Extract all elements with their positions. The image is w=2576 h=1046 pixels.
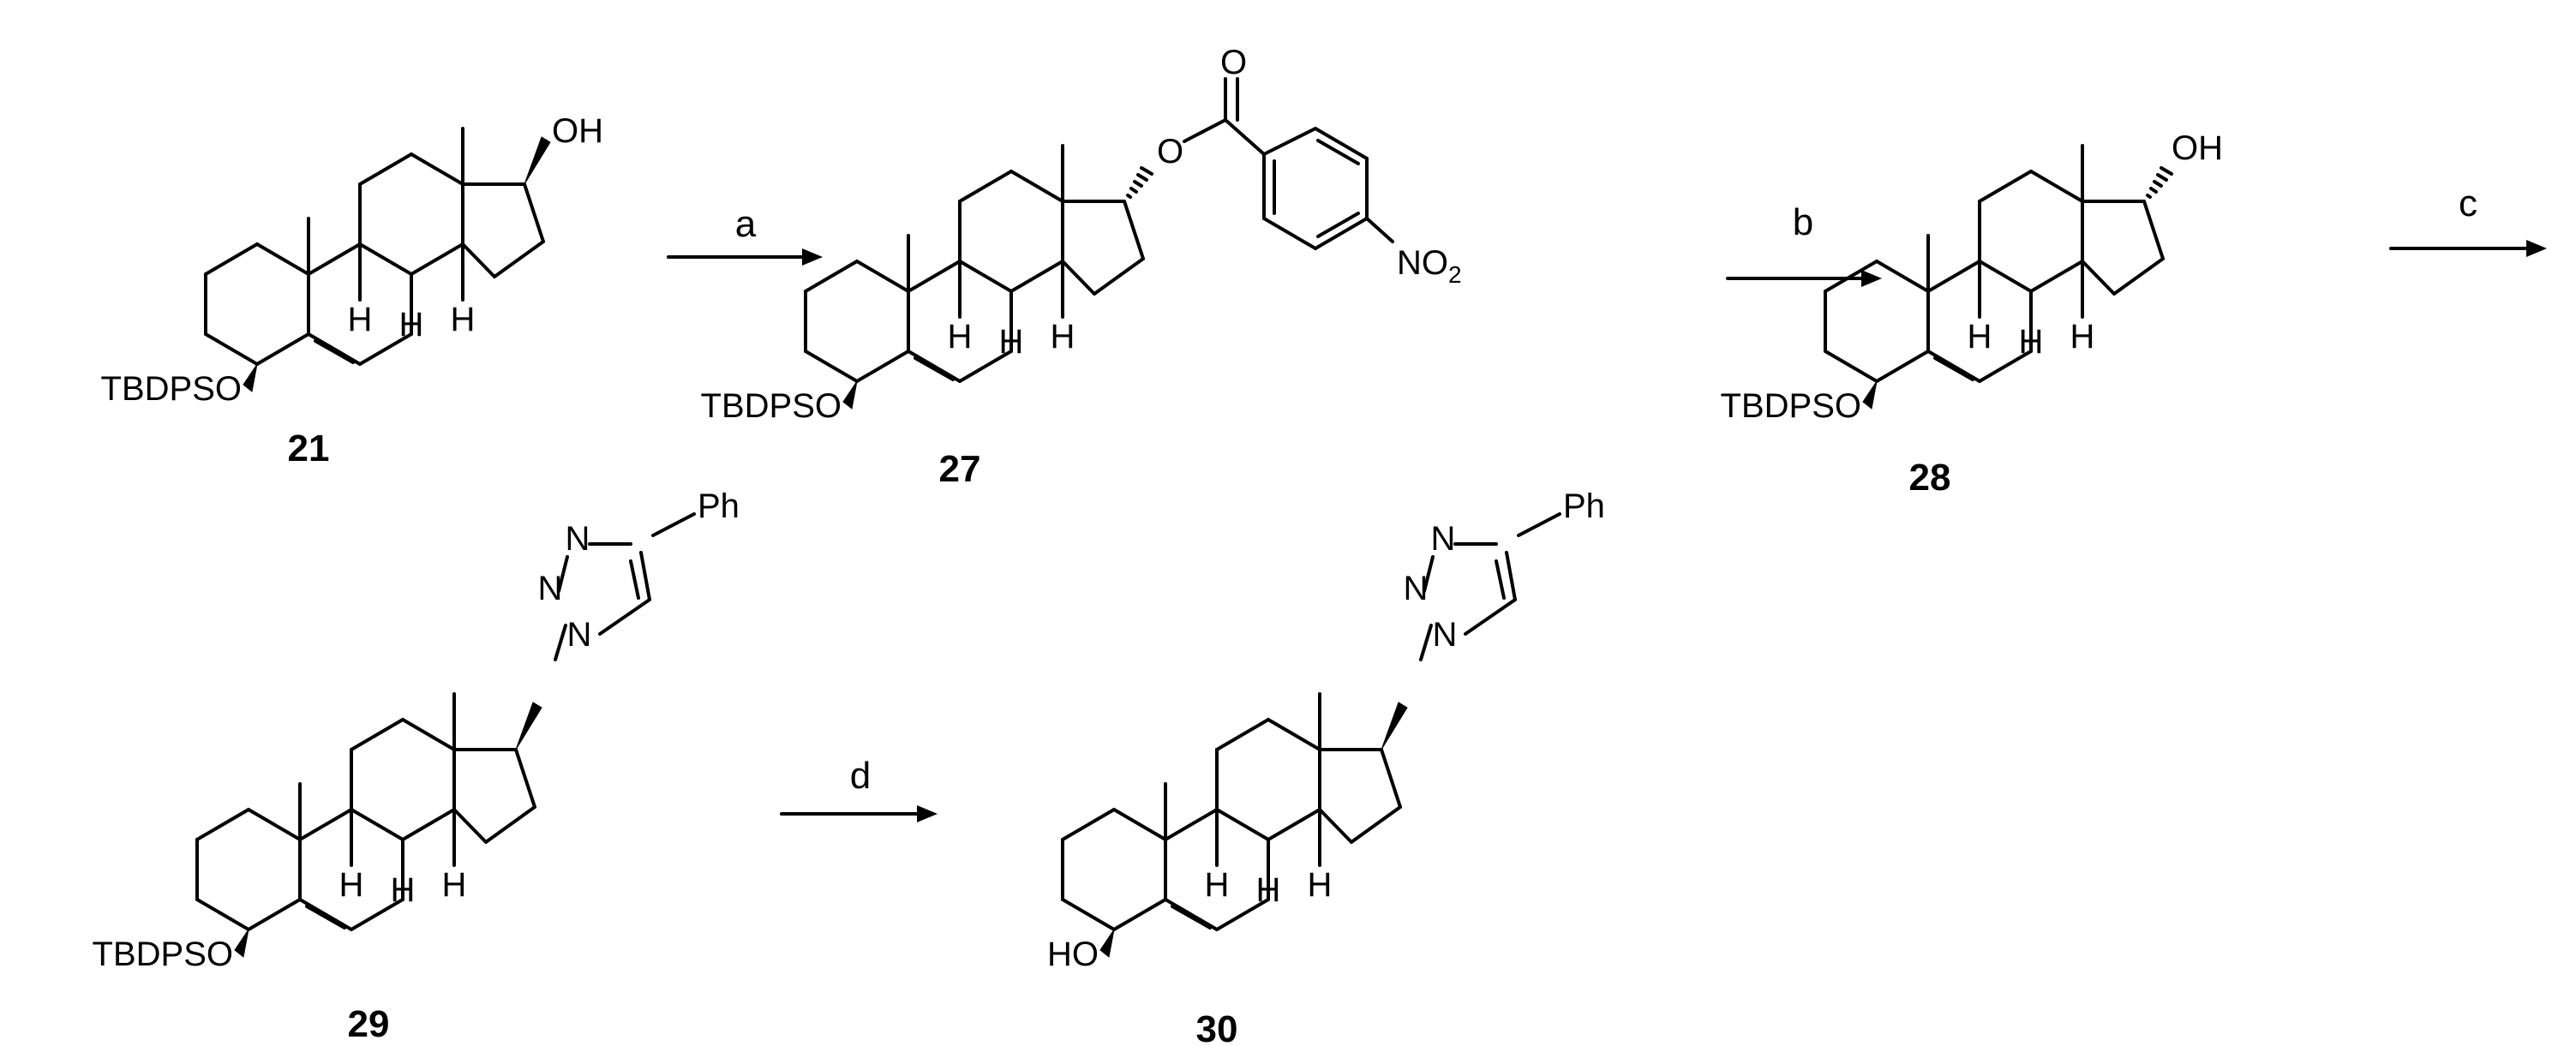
compound-number: 21 bbox=[288, 427, 330, 469]
protecting-group-label: TBDPSO bbox=[1721, 387, 1861, 425]
stereo-h-label: H bbox=[1968, 318, 1992, 356]
stereo-h-label: H bbox=[1051, 318, 1075, 356]
compound-number: 28 bbox=[1909, 457, 1951, 499]
compound-29: N N N Ph TBDPSO H H H 29 bbox=[93, 487, 740, 1045]
steroid-skeleton bbox=[1061, 692, 1402, 931]
stereo-wedge bbox=[1381, 702, 1408, 750]
protecting-group-label: TBDPSO bbox=[701, 387, 842, 425]
stereo-wedge bbox=[1862, 380, 1878, 409]
triazole-ring bbox=[1419, 512, 1561, 661]
stereo-h-label: H bbox=[948, 318, 973, 356]
compound-number: 27 bbox=[939, 448, 981, 490]
step-label-d: d bbox=[850, 755, 871, 797]
triazole-n2-label: N bbox=[538, 570, 563, 607]
compound-30: N N N Ph HO H H H 30 bbox=[1047, 487, 1605, 1046]
stereo-h-label: H bbox=[1205, 866, 1230, 904]
protecting-group-label: TBDPSO bbox=[93, 935, 233, 973]
nitro-label: NO2 bbox=[1397, 244, 1462, 288]
stereo-wedge bbox=[515, 702, 542, 750]
compound-28: OH TBDPSO H H H 28 bbox=[1721, 129, 2223, 499]
steroid-skeleton bbox=[1824, 144, 2165, 383]
phenyl-label: Ph bbox=[1563, 487, 1605, 525]
stereo-wedge bbox=[1099, 929, 1115, 958]
compound-number: 29 bbox=[348, 1003, 390, 1045]
stereo-h-label: H bbox=[451, 301, 476, 338]
stereo-hash bbox=[2146, 166, 2173, 199]
reaction-arrow-d: d bbox=[780, 755, 938, 822]
stereo-wedge bbox=[243, 363, 258, 392]
triazole-n1-label: N bbox=[1433, 616, 1458, 654]
steroid-skeleton bbox=[195, 692, 536, 931]
reaction-arrow-a: a bbox=[667, 203, 823, 266]
triazole-n3-label: N bbox=[566, 520, 590, 558]
stereo-h-label: H bbox=[1256, 871, 1281, 909]
steroid-skeleton bbox=[804, 144, 1145, 383]
compound-number: 30 bbox=[1196, 1008, 1238, 1046]
nitrobenzoate-group bbox=[1183, 77, 1394, 250]
step-label-b: b bbox=[1793, 201, 1813, 243]
steroid-skeleton bbox=[204, 127, 545, 366]
stereo-h-label: H bbox=[999, 323, 1024, 361]
stereo-h-label: H bbox=[339, 866, 364, 904]
stereo-wedge bbox=[524, 136, 551, 185]
hydroxyl-label: HO bbox=[1047, 935, 1099, 973]
stereo-h-label: H bbox=[2019, 323, 2044, 361]
stereo-wedge bbox=[234, 929, 249, 958]
protecting-group-label: TBDPSO bbox=[101, 370, 242, 408]
stereo-hash bbox=[1126, 166, 1153, 199]
compound-27: O O NO2 TBDPSO H H H 27 bbox=[701, 44, 1462, 490]
stereo-h-label: H bbox=[442, 866, 467, 904]
hydroxyl-label: OH bbox=[2172, 129, 2223, 167]
stereo-h-label: H bbox=[348, 301, 373, 338]
hydroxyl-label: OH bbox=[552, 112, 603, 150]
carbonyl-oxygen-label: O bbox=[1220, 44, 1247, 81]
triazole-n2-label: N bbox=[1404, 570, 1429, 607]
triazole-ring bbox=[554, 512, 696, 661]
ester-oxygen-label: O bbox=[1157, 133, 1183, 170]
stereo-h-label: H bbox=[1308, 866, 1333, 904]
step-label-a: a bbox=[735, 203, 757, 245]
stereo-h-label: H bbox=[2070, 318, 2095, 356]
stereo-h-label: H bbox=[399, 306, 424, 344]
step-label-c: c bbox=[2459, 182, 2477, 224]
compound-21: OH TBDPSO H H H 21 bbox=[101, 112, 603, 469]
triazole-n1-label: N bbox=[567, 616, 592, 654]
reaction-arrow-b: b bbox=[1726, 201, 1882, 287]
stereo-wedge bbox=[842, 380, 858, 409]
triazole-n3-label: N bbox=[1431, 520, 1456, 558]
phenyl-label: Ph bbox=[698, 487, 740, 525]
reaction-arrow-c: c bbox=[2389, 182, 2547, 257]
stereo-h-label: H bbox=[391, 871, 416, 909]
